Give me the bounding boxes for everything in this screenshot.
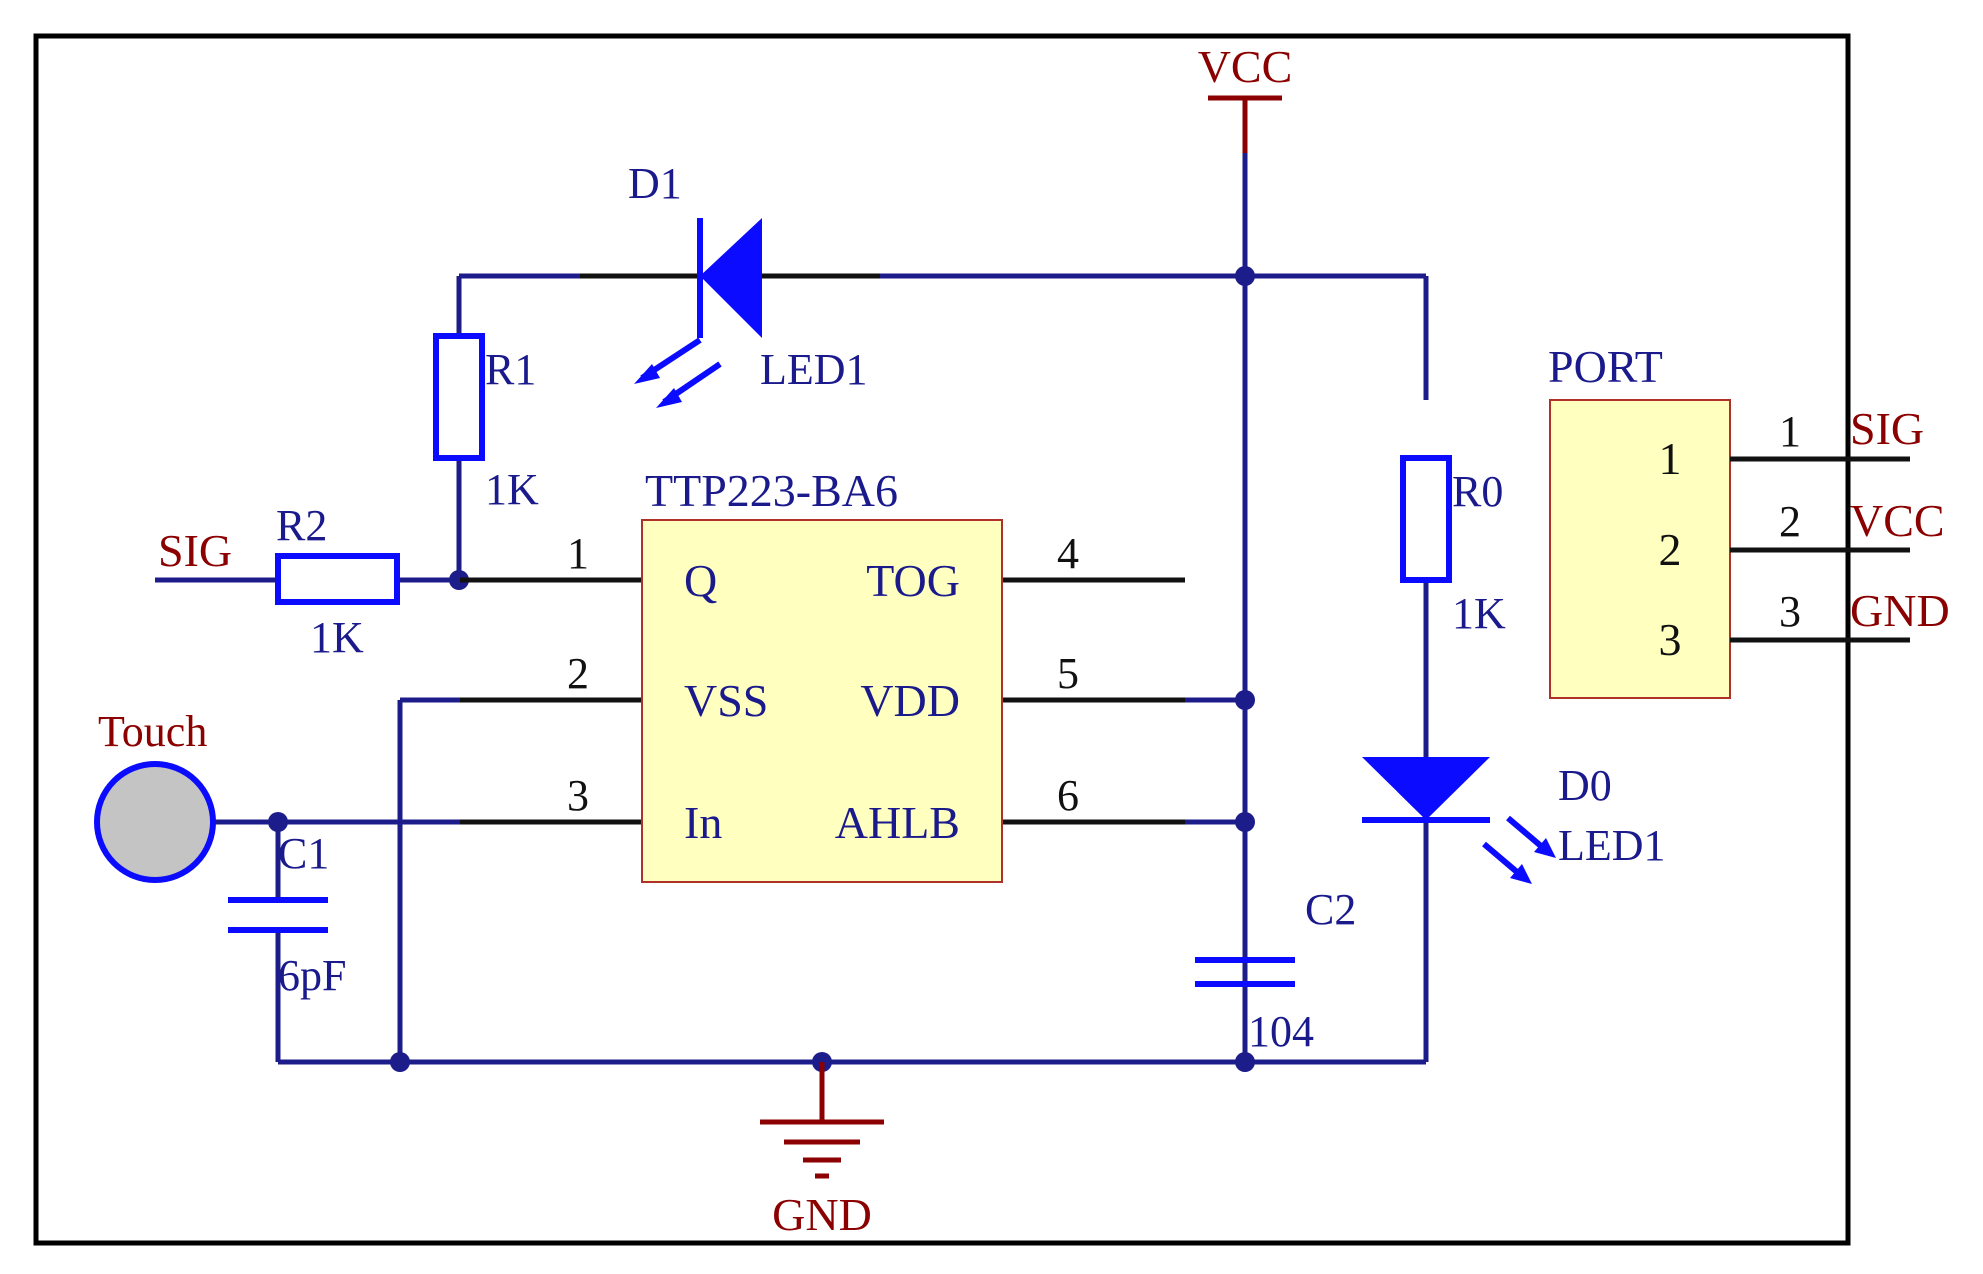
ic-name: TTP223-BA6 xyxy=(645,465,898,516)
ic-pin4-num: 4 xyxy=(1057,529,1079,578)
c2-value: 104 xyxy=(1248,1007,1314,1056)
resistor-r0: R0 1K xyxy=(1400,455,1506,638)
ic-pin4-name: TOG xyxy=(866,555,960,606)
c2-ref: C2 xyxy=(1305,885,1356,934)
port-pin3-num: 3 xyxy=(1779,587,1801,636)
gnd-label: GND xyxy=(772,1189,872,1240)
resistor-r1: R1 1K xyxy=(433,333,539,514)
port-pin2-net: VCC xyxy=(1850,495,1945,546)
touch-pad: Touch xyxy=(94,707,216,883)
port-connector: PORT 1 2 3 1 2 3 SIG VCC GND xyxy=(1548,341,1950,699)
port-pin3-net: GND xyxy=(1850,585,1950,636)
r0-ref: R0 xyxy=(1452,467,1503,516)
r2-ref: R2 xyxy=(276,501,327,550)
capacitor-c2: C2 104 xyxy=(1195,885,1356,1056)
r2-value: 1K xyxy=(310,613,364,662)
port-pin1-inner: 1 xyxy=(1659,433,1682,484)
ic-pin1-name: Q xyxy=(684,555,717,606)
vcc-label: VCC xyxy=(1198,41,1293,92)
port-pin1-net: SIG xyxy=(1850,403,1924,454)
d0-triangle xyxy=(1362,757,1490,820)
led-d1: D1 LED1 xyxy=(580,159,880,408)
r1-value: 1K xyxy=(485,465,539,514)
r1-ref: R1 xyxy=(485,345,536,394)
ic-pin5-num: 5 xyxy=(1057,649,1079,698)
port-pin1-num: 1 xyxy=(1779,407,1801,456)
d0-ref: D0 xyxy=(1558,761,1612,810)
ic-pin5-name: VDD xyxy=(860,675,960,726)
ic-pin3-num: 3 xyxy=(567,771,589,820)
ic-pin6-num: 6 xyxy=(1057,771,1079,820)
resistor-r2: R2 1K xyxy=(259,501,400,662)
ic-pin1-num: 1 xyxy=(567,529,589,578)
wires xyxy=(155,153,1910,1065)
port-body xyxy=(1549,399,1731,699)
d1-triangle xyxy=(700,218,762,338)
vcc-symbol: VCC xyxy=(1198,41,1293,153)
port-pin2-inner: 2 xyxy=(1659,524,1682,575)
capacitor-c1: C1 6pF xyxy=(228,829,346,1000)
c1-ref: C1 xyxy=(278,829,329,878)
port-title: PORT xyxy=(1548,341,1663,392)
d1-value: LED1 xyxy=(760,345,868,394)
r0-value: 1K xyxy=(1452,589,1506,638)
ic-ttp223: TTP223-BA6 1 Q 2 VSS 3 In 4 TOG 5 VDD 6 … xyxy=(460,465,1185,883)
ic-pin3-name: In xyxy=(684,797,722,848)
touch-label: Touch xyxy=(98,707,207,756)
port-pin3-inner: 3 xyxy=(1659,614,1682,665)
ic-pin2-name: VSS xyxy=(684,675,768,726)
c1-value: 6pF xyxy=(278,951,346,1000)
d1-ref: D1 xyxy=(628,159,682,208)
ic-pin2-num: 2 xyxy=(567,649,589,698)
port-pin2-num: 2 xyxy=(1779,497,1801,546)
led-d0: D0 LED1 xyxy=(1362,757,1666,884)
gnd-symbol: GND xyxy=(760,1062,884,1240)
ic-body xyxy=(641,519,1003,883)
d0-value: LED1 xyxy=(1558,821,1666,870)
sig-net-label: SIG xyxy=(158,525,232,576)
ic-pin6-name: AHLB xyxy=(835,797,960,848)
